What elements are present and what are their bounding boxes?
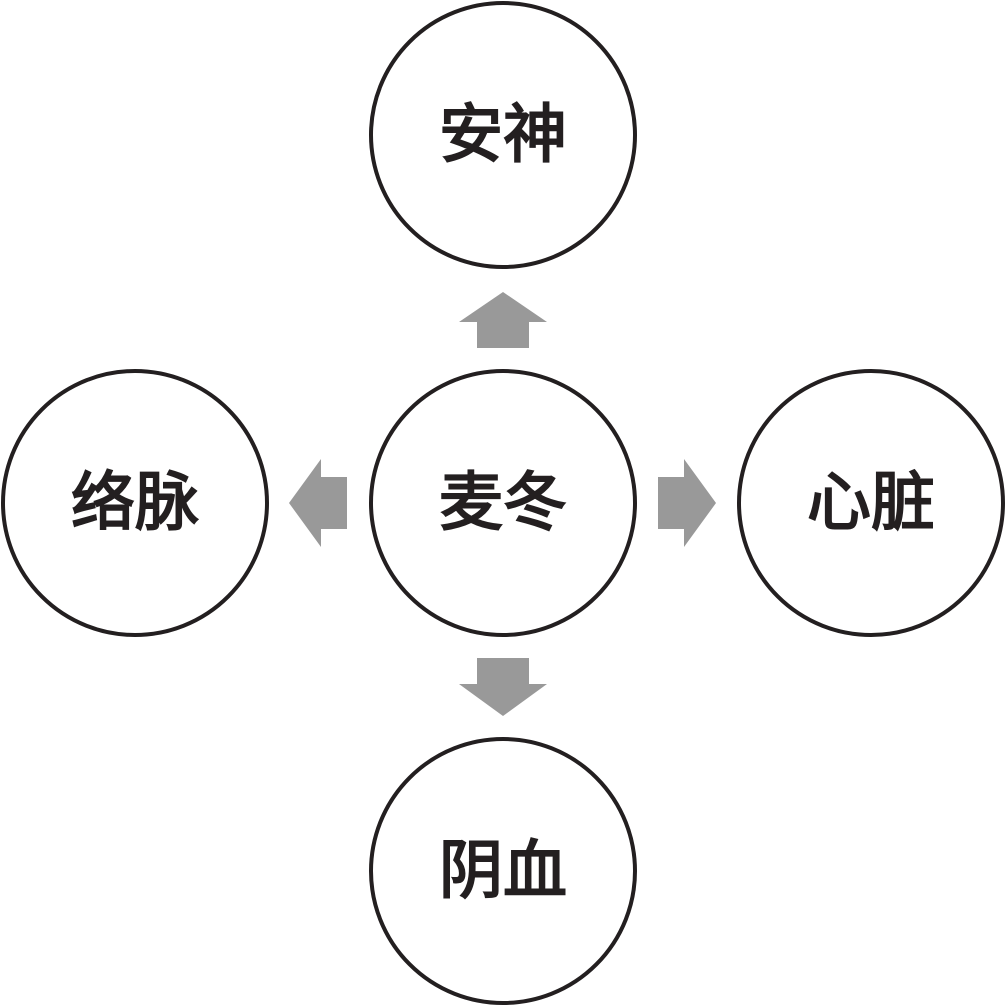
arrow-up-icon <box>459 292 547 348</box>
node-bottom: 阴血 <box>369 737 637 1005</box>
node-top-label: 安神 <box>439 98 567 173</box>
node-left: 络脉 <box>1 369 269 637</box>
node-center: 麦冬 <box>369 369 637 637</box>
node-top-circle <box>369 1 637 269</box>
node-right: 心脏 <box>737 369 1005 637</box>
node-left-label: 络脉 <box>71 466 200 541</box>
node-bottom-circle <box>369 737 637 1005</box>
node-center-label: 麦冬 <box>439 466 567 541</box>
arrow-left-icon <box>289 459 347 547</box>
node-left-circle <box>1 369 269 637</box>
node-center-circle <box>369 369 637 637</box>
node-right-circle <box>737 369 1005 637</box>
node-top: 安神 <box>369 1 637 269</box>
arrow-down-icon <box>459 658 547 716</box>
arrow-right-icon <box>658 459 716 547</box>
node-right-label: 心脏 <box>807 466 935 541</box>
node-bottom-label: 阴血 <box>439 834 567 909</box>
